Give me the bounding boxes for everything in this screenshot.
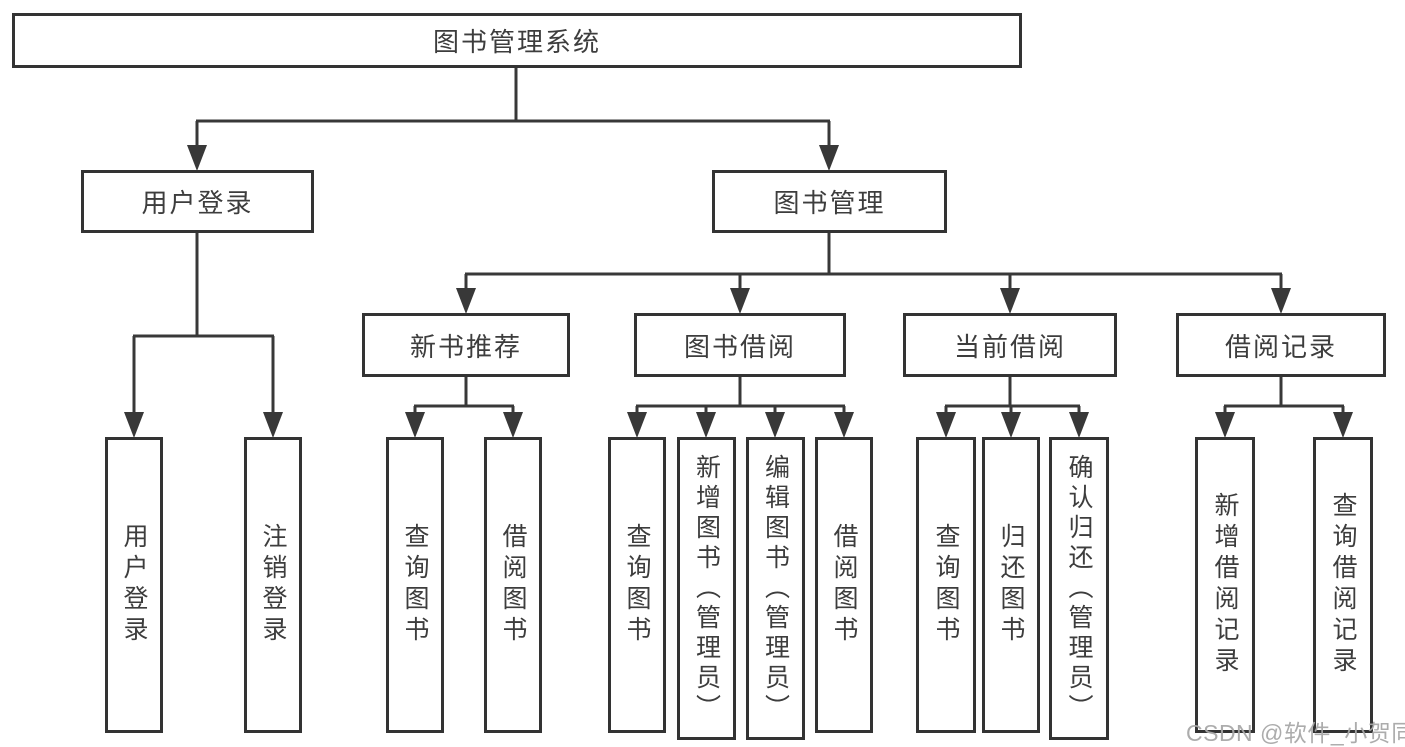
arrowhead — [936, 412, 956, 438]
node-book-borrow: 图书借阅 — [634, 313, 846, 377]
arrowhead — [765, 412, 785, 438]
node-book-management: 图书管理 — [712, 170, 947, 233]
arrowhead — [730, 288, 750, 314]
leaf-br-query-record: 查询借阅记录 — [1313, 437, 1373, 733]
arrowhead — [1000, 288, 1020, 314]
arrowhead — [1271, 288, 1291, 314]
csdn-watermark: CSDN @软件_小贺同学 — [1186, 720, 1405, 746]
node-borrow-records: 借阅记录 — [1176, 313, 1386, 377]
leaf-br-add-record: 新增借阅记录 — [1195, 437, 1255, 733]
leaf-cb-confirm-return-admin: 确认归还（管理员） — [1049, 437, 1109, 740]
leaf-bb-add-books-admin: 新增图书（管理员） — [677, 437, 736, 740]
leaf-logout: 注销登录 — [244, 437, 302, 733]
arrowhead — [1333, 412, 1353, 438]
arrowhead — [834, 412, 854, 438]
leaf-bb-borrow-books: 借阅图书 — [815, 437, 873, 733]
arrowheads — [124, 145, 1353, 438]
leaf-nb-query-books: 查询图书 — [386, 437, 444, 733]
node-new-book-recommend: 新书推荐 — [362, 313, 570, 377]
arrowhead — [503, 412, 523, 438]
arrowhead — [124, 412, 144, 438]
node-user-login: 用户登录 — [81, 170, 314, 233]
node-root: 图书管理系统 — [12, 13, 1022, 68]
leaf-user-login: 用户登录 — [105, 437, 163, 733]
leaf-cb-query-books: 查询图书 — [916, 437, 976, 733]
arrowhead — [263, 412, 283, 438]
leaf-bb-edit-books-admin: 编辑图书（管理员） — [746, 437, 805, 740]
arrowhead — [696, 412, 716, 438]
arrowhead — [1069, 412, 1089, 438]
leaf-nb-borrow-books: 借阅图书 — [484, 437, 542, 733]
arrowhead — [187, 145, 207, 171]
arrowhead — [819, 145, 839, 171]
arrowhead — [456, 288, 476, 314]
node-current-borrow: 当前借阅 — [903, 313, 1117, 377]
arrowhead — [1001, 412, 1021, 438]
arrowhead — [627, 412, 647, 438]
arrowhead — [405, 412, 425, 438]
leaf-cb-return-books: 归还图书 — [982, 437, 1040, 733]
arrowhead — [1215, 412, 1235, 438]
leaf-bb-query-books: 查询图书 — [608, 437, 666, 733]
